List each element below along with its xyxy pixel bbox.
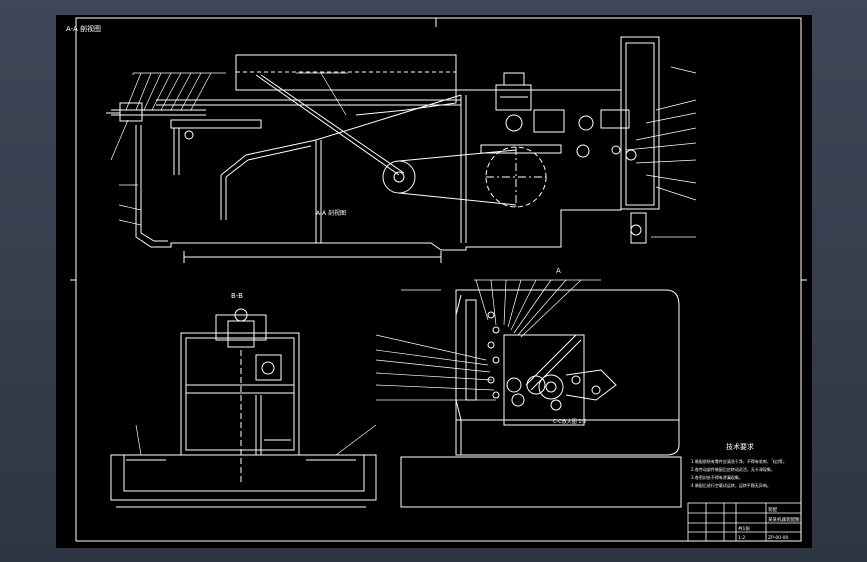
right-view-label: C-C放大图 1:2 bbox=[553, 418, 586, 425]
section-view bbox=[110, 308, 377, 508]
tech-req-line-3: 3.各密封处不得有渗漏现象。 bbox=[691, 474, 743, 480]
section-label: B-B bbox=[231, 292, 243, 300]
title-block bbox=[687, 502, 802, 542]
view-top-label: A-A 剖视图 bbox=[66, 24, 101, 33]
right-view bbox=[400, 289, 682, 508]
title-block-sheet: 共1张 bbox=[738, 525, 750, 532]
cad-drawing: A-A 剖视图 bbox=[66, 17, 807, 542]
title-block-company: 装配 bbox=[768, 506, 777, 513]
tech-req-title: 技术要求 bbox=[726, 442, 754, 451]
tech-req-line-1: 1.装配前所有零件应清洗干净，不得有毛刺、飞边等。 bbox=[691, 458, 787, 464]
title-block-name: 某某机器装配图 bbox=[768, 516, 800, 523]
title-block-scale: 1:2 bbox=[738, 535, 745, 541]
tech-req-line-4: 4.装配后进行空载试运转，运转平稳无异响。 bbox=[691, 482, 771, 488]
view-mid-label: A-A 剖视图 bbox=[316, 209, 346, 217]
leaders-top-right bbox=[625, 66, 697, 238]
view-marker: A bbox=[556, 267, 561, 275]
drawing-sheet: A-A 剖视图 bbox=[56, 15, 812, 548]
title-block-drawing-no: ZP-00-00 bbox=[768, 535, 789, 541]
main-view bbox=[106, 36, 660, 263]
leaders-right-view bbox=[375, 279, 601, 401]
leaders-top-left bbox=[110, 72, 348, 226]
tech-req-line-2: 2.各传动部件装配后应转动灵活，无卡滞现象。 bbox=[691, 466, 775, 472]
